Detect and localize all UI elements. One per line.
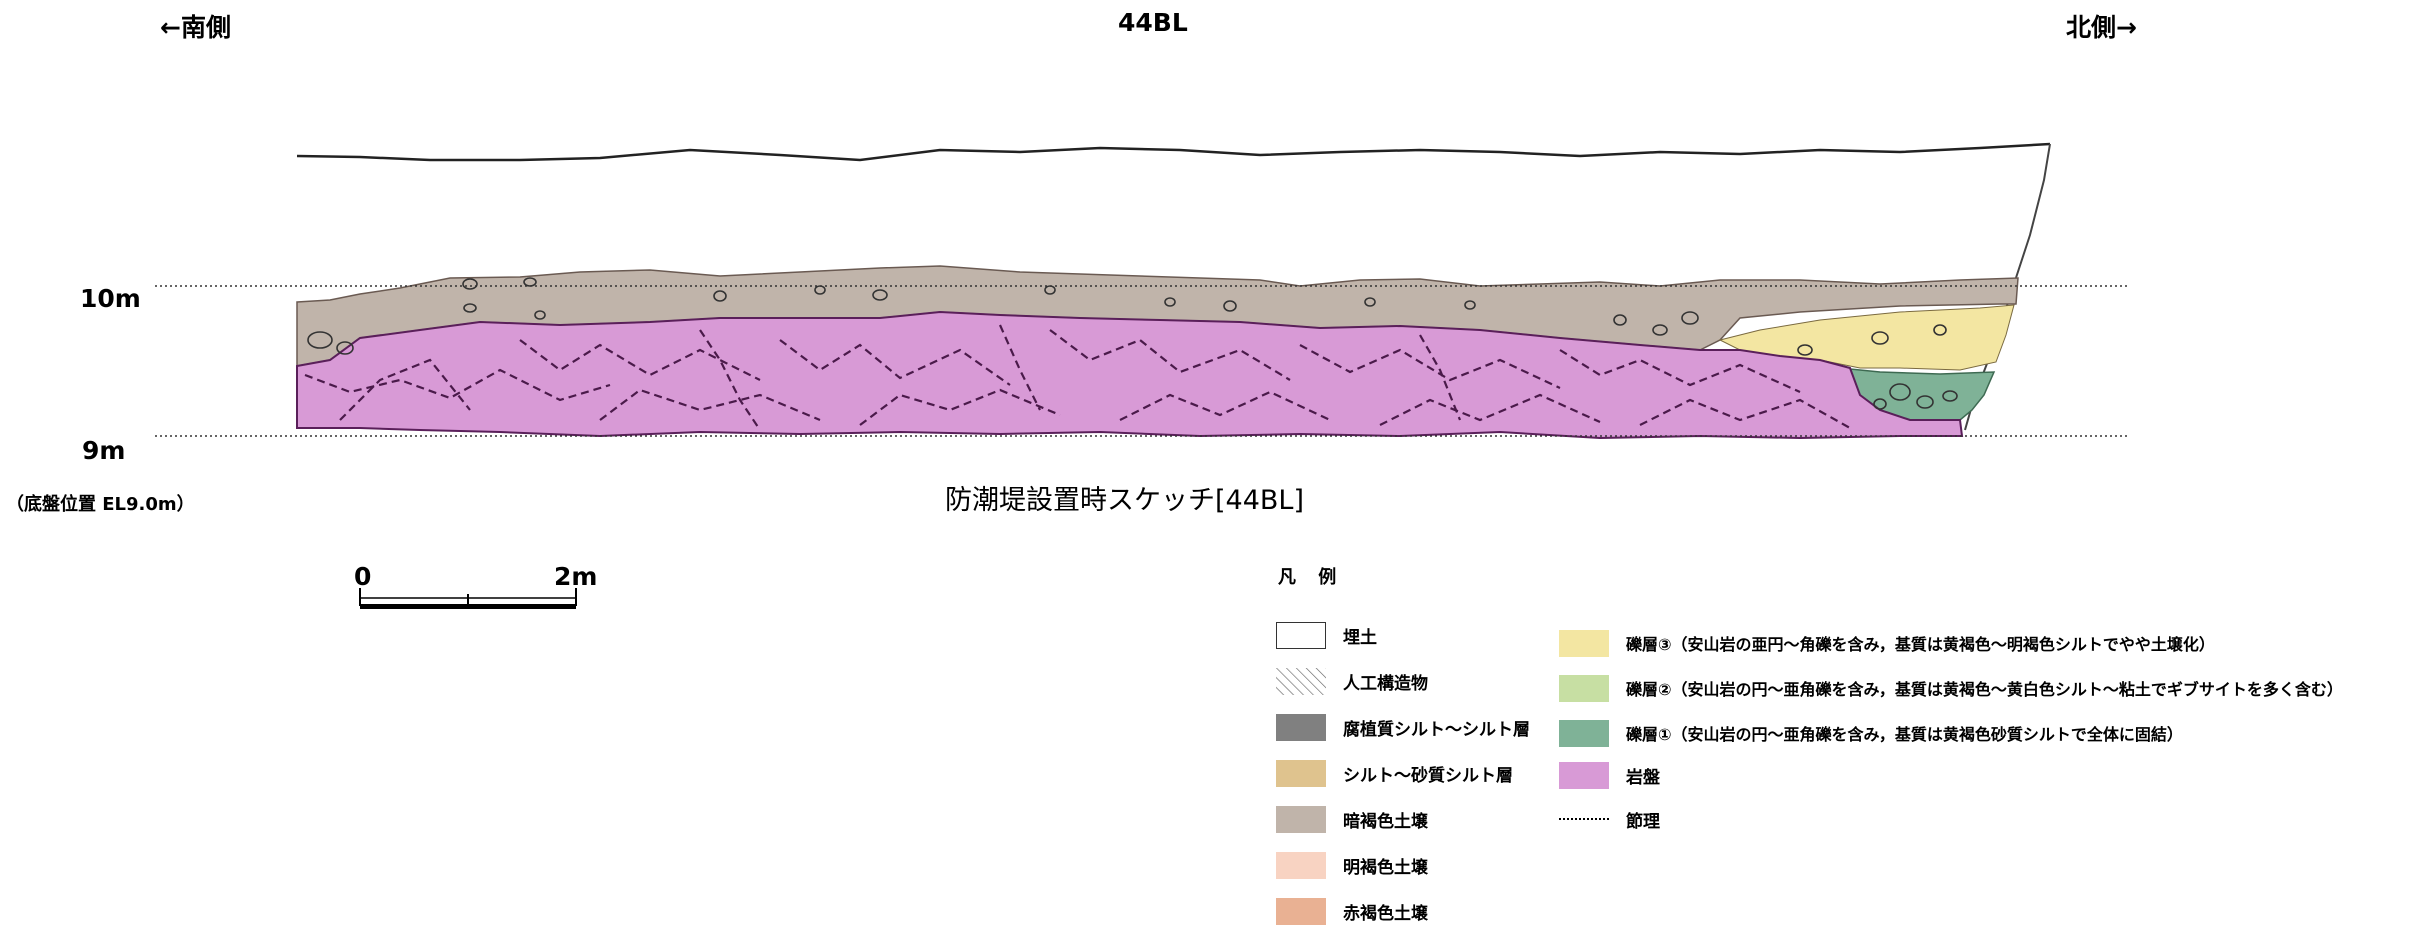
legend-item-gravel-3: 礫層③（安山岩の亜円～角礫を含み，基質は黄褐色～明褐色シルトでやや土壌化）	[1559, 628, 2215, 658]
legend-item-fill-soil: 埋土	[1276, 620, 1377, 650]
base-elevation-note: （底盤位置 EL9.0m）	[6, 494, 195, 515]
legend-item-gravel-2: 礫層②（安山岩の円～亜角礫を含み，基質は黄褐色～黄白色シルト～粘土でギブサイトを…	[1559, 673, 2343, 703]
north-direction-label: 北側→	[2066, 13, 2137, 42]
legend-swatch	[1559, 674, 1609, 702]
legend-label: 赤褐色土壌	[1343, 903, 1428, 924]
legend-item-red-brown-soil: 赤褐色土壌	[1276, 896, 1428, 926]
scale-end-label: 2m	[554, 562, 598, 591]
legend-swatch	[1276, 851, 1326, 879]
legend-swatch	[1276, 805, 1326, 833]
legend-label: 礫層③（安山岩の亜円～角礫を含み，基質は黄褐色～明褐色シルトでやや土壌化）	[1626, 635, 2215, 654]
cross-section-sketch	[155, 142, 2130, 440]
legend-swatch	[1276, 897, 1326, 925]
legend-label: 人工構造物	[1343, 673, 1428, 694]
legend-label: 節理	[1626, 811, 1660, 832]
scale-bar	[359, 588, 577, 609]
legend-title: 凡 例	[1278, 567, 1345, 588]
elevation-9m-label: 9m	[82, 436, 126, 465]
legend-swatch	[1276, 621, 1326, 649]
legend-item-artificial-structure: 人工構造物	[1276, 666, 1428, 696]
legend-swatch	[1559, 719, 1609, 747]
legend-swatch-dotted-line	[1559, 806, 1609, 833]
legend-item-silt-sandy-silt: シルト～砂質シルト層	[1276, 758, 1513, 788]
legend-label: 礫層②（安山岩の円～亜角礫を含み，基質は黄褐色～黄白色シルト～粘土でギブサイトを…	[1626, 680, 2343, 699]
legend-label: 腐植質シルト～シルト層	[1343, 719, 1530, 740]
legend-item-joint: 節理	[1559, 804, 1660, 834]
legend-label: 礫層①（安山岩の円～亜角礫を含み，基質は黄褐色砂質シルトで全体に固結）	[1626, 725, 2183, 744]
legend-label: シルト～砂質シルト層	[1343, 765, 1513, 786]
ground-surface-line	[296, 142, 2051, 162]
legend-item-bedrock: 岩盤	[1559, 760, 1660, 790]
legend-item-gravel-1: 礫層①（安山岩の円～亜角礫を含み，基質は黄褐色砂質シルトで全体に固結）	[1559, 718, 2183, 748]
section-title: 44BL	[1118, 8, 1188, 37]
elevation-10m-label: 10m	[80, 284, 141, 313]
fill-soil-layer	[297, 146, 2050, 300]
legend-item-humic-silt: 腐植質シルト～シルト層	[1276, 712, 1530, 742]
legend-swatch-hatch	[1276, 667, 1326, 695]
legend-swatch	[1559, 761, 1609, 789]
legend-item-light-brown-soil: 明褐色土壌	[1276, 850, 1428, 880]
legend-swatch	[1559, 629, 1609, 657]
legend-swatch	[1276, 759, 1326, 787]
legend-item-dark-brown-soil: 暗褐色土壌	[1276, 804, 1428, 834]
bedrock-layer	[296, 310, 1964, 440]
legend-swatch	[1276, 713, 1326, 741]
sketch-caption: 防潮堤設置時スケッチ[44BL]	[945, 485, 1304, 516]
legend-label: 明褐色土壌	[1343, 857, 1428, 878]
south-direction-label: ←南側	[160, 13, 231, 42]
legend-label: 埋土	[1343, 627, 1377, 648]
scale-start-label: 0	[354, 562, 372, 591]
legend-label: 岩盤	[1626, 767, 1660, 788]
joint-lines	[304, 324, 1851, 431]
legend-label: 暗褐色土壌	[1343, 811, 1428, 832]
